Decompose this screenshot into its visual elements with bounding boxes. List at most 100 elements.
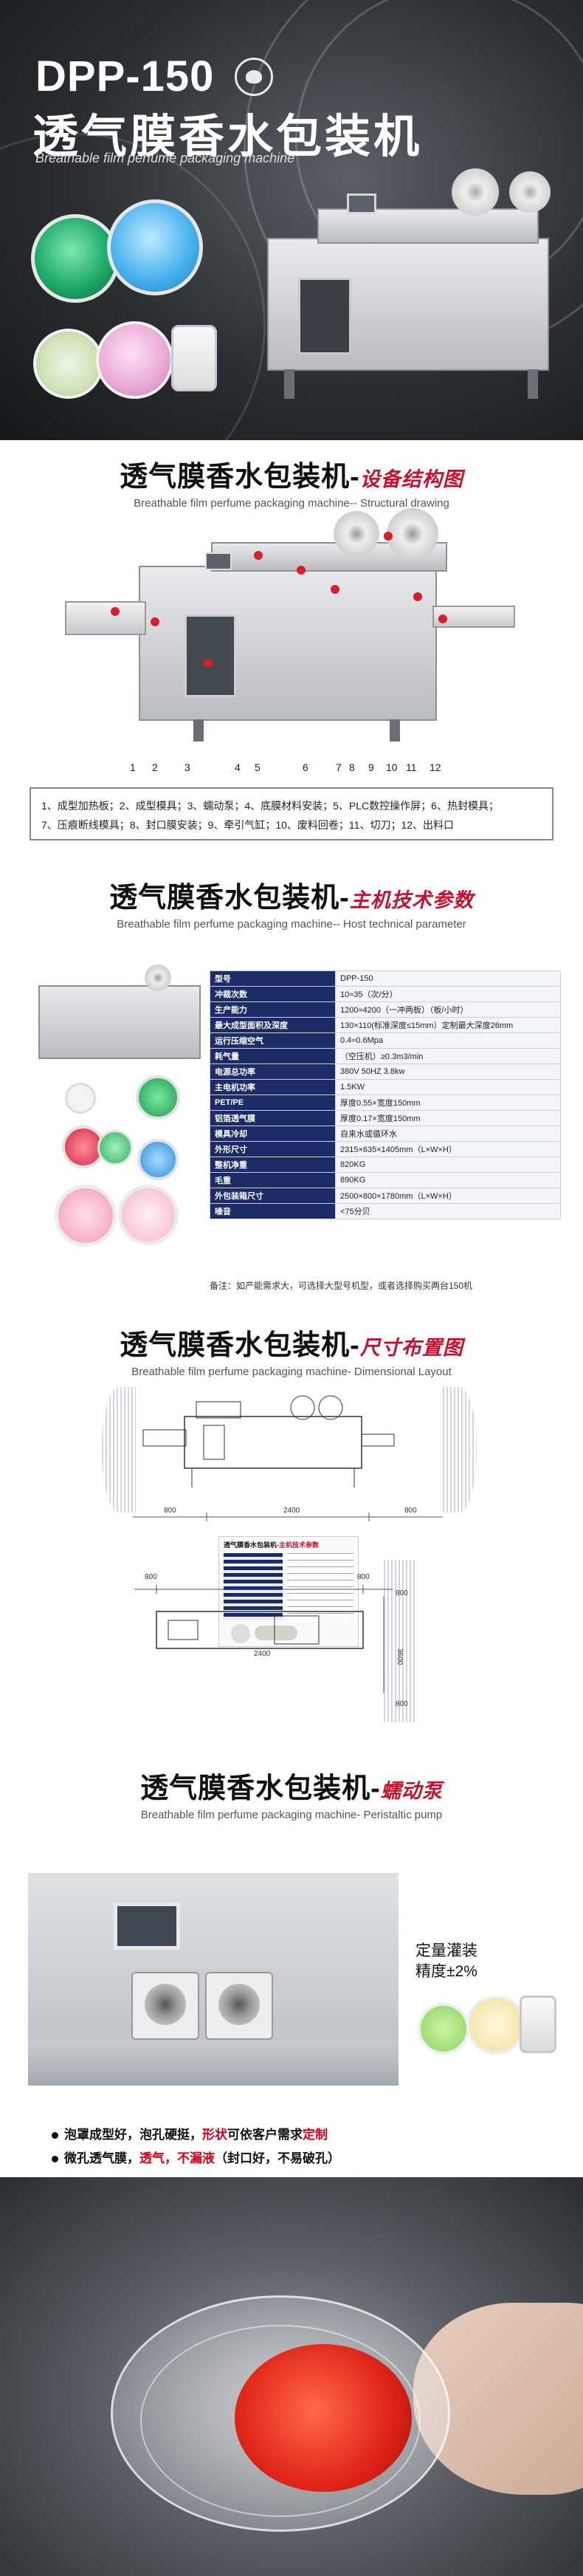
square-sachet-image [171, 325, 217, 391]
marker-dot [384, 532, 393, 541]
control-screen-icon [205, 552, 232, 570]
film-roll-icon [231, 1624, 250, 1643]
layout-drawing-top [133, 1395, 443, 1521]
machine-plate [28, 2040, 399, 2086]
callout-number: 10 [386, 761, 398, 773]
dimension-label: 800 [357, 1573, 370, 1581]
heading-accent: 设备结构图 [359, 468, 463, 490]
spec-value: 2500×800×1780mm（L×W×H） [335, 1188, 561, 1204]
spec-key: 电源总功率 [210, 1063, 336, 1080]
green-sachet-image [97, 1130, 133, 1165]
spec-value: <75分贝 [335, 1203, 561, 1219]
square-sachet-image [520, 1996, 556, 2053]
heading-main: 透气膜香水包装机- [120, 462, 360, 493]
spec-key: 模具冷却 [210, 1126, 336, 1142]
bullet-icon [52, 2156, 58, 2163]
dimension-label: 2400 [254, 1650, 271, 1658]
spec-key: 最大成型面积及深度 [210, 1017, 336, 1033]
filling-accuracy-label: 定量灌装 精度±2% [410, 1941, 483, 1982]
clear-sachet-image [33, 329, 103, 399]
film-roll-icon [452, 168, 499, 216]
spec-value: 1200≈4200（一冲两板）（板/小时） [335, 1001, 561, 1018]
spec-key: 毛重 [210, 1172, 336, 1188]
params-section: 透气膜香水包装机-主机技术参数 Breathable film perfume … [0, 867, 583, 1316]
pink-sachet-image [96, 321, 173, 399]
machine-window [184, 614, 236, 697]
side-hatch-right [384, 1560, 416, 1722]
machine-window [298, 278, 351, 354]
section-heading: 透气膜香水包装机-尺寸布置图 Breathable film perfume p… [0, 1322, 583, 1378]
marker-dot [413, 592, 422, 601]
spec-row: 模具冷却自来水或循环水 [210, 1126, 561, 1142]
blue-sachet-image [137, 1139, 179, 1180]
dimension-label: 800 [145, 1573, 157, 1581]
spec-value: DPP-150 [335, 970, 561, 987]
machine-leg [284, 369, 294, 399]
callout-numbers: 1 2 3 4 5 6 7 8 9 10 11 12 [0, 761, 583, 784]
callout-number: 2 [152, 761, 158, 773]
callout-number: 8 [349, 761, 355, 773]
spec-key: 生产能力 [210, 1001, 336, 1018]
sachet-image [65, 1083, 96, 1114]
pump-photo [28, 1873, 399, 2086]
spec-row: 耗气量（空压机）≥0.3m3/min [210, 1048, 561, 1064]
spec-key: 型号 [210, 970, 336, 987]
callout-number: 6 [303, 761, 308, 773]
hero-title: 透气膜香水包装机 [32, 112, 423, 162]
structure-machine-image [139, 566, 437, 721]
spec-key: 冲裁次数 [210, 986, 336, 1002]
callout-number: 5 [255, 761, 261, 773]
dimension-label: 800 [404, 1507, 417, 1515]
spec-key: 运行压缩空气 [210, 1032, 336, 1049]
pump-rotor-icon [218, 1984, 260, 2025]
section-heading: 透气膜香水包装机-主机技术参数 Breathable film perfume … [0, 874, 583, 931]
mini-table-graphic [224, 1553, 283, 1620]
spec-value: 厚度0.55×宽度150mm [335, 1095, 561, 1111]
clear-sachet-image [466, 1996, 525, 2055]
outfeed-table [432, 606, 515, 628]
callout-number: 9 [368, 761, 374, 773]
machine-leg [390, 719, 400, 741]
green-sachet-image [136, 1075, 180, 1120]
spec-key: PET/PE [210, 1095, 336, 1111]
callout-number: 7 [336, 761, 342, 773]
pump-section: 透气膜香水包装机-蠕动泵 Breathable film perfume pac… [0, 1759, 583, 2086]
heading-main: 透气膜香水包装机- [120, 1330, 360, 1361]
film-edge [140, 2325, 421, 2517]
heading-main: 透气膜香水包装机- [140, 1773, 381, 1804]
section-heading: 透气膜香水包装机-蠕动泵 Breathable film perfume pac… [0, 1765, 583, 1821]
film-roll-icon [334, 511, 379, 557]
heading-subtitle: Breathable film perfume packaging machin… [131, 1366, 452, 1378]
label-line: 精度±2% [415, 1963, 477, 1980]
spec-key: 整机净重 [210, 1157, 336, 1173]
spec-key: 主电机功率 [210, 1079, 336, 1095]
dimension-label: 800 [396, 1700, 408, 1708]
sachet-closeup-photo [0, 2177, 583, 2576]
film-roll-icon [509, 171, 551, 213]
spec-note: 备注：如产能需求大，可选择大型号机型，或者选择购买两台150机 [210, 1281, 473, 1291]
params-machine-image [38, 985, 201, 1059]
spec-row: 噪音<75分贝 [210, 1203, 561, 1219]
layout-drawing-plan [134, 1585, 393, 1693]
marker-dot [151, 617, 159, 626]
sachet-strip-icon [255, 1626, 297, 1640]
side-hatch-right [443, 1387, 477, 1513]
callout-number: 12 [430, 761, 441, 773]
heading-subtitle: Breathable film perfume packaging machin… [140, 1809, 443, 1821]
callout-number: 4 [235, 761, 241, 773]
dimension-label: 2400 [283, 1507, 300, 1515]
spec-value: 厚度0.17×宽度150mm [335, 1110, 561, 1126]
mini-title: 透气膜香水包装机- [224, 1541, 279, 1549]
control-screen-icon [114, 1902, 180, 1950]
model-number: DPP-150 [35, 52, 215, 100]
heading-accent: 蠕动泵 [380, 1780, 443, 1802]
pink-sachet-image [55, 1185, 117, 1247]
